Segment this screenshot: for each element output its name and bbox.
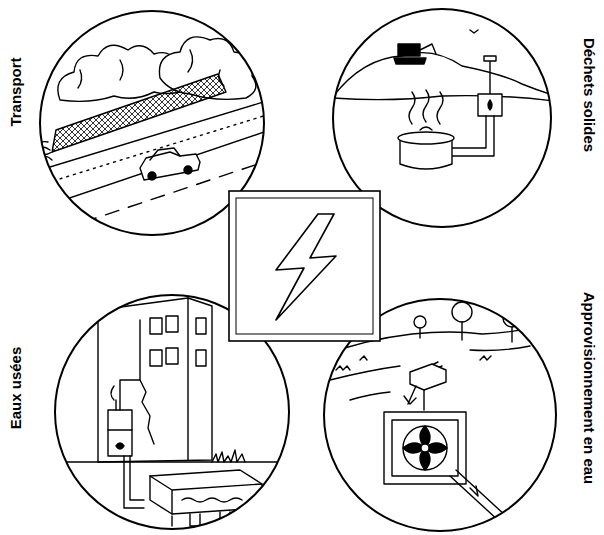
circle-border <box>40 11 264 235</box>
circle-heading: Déchets solides <box>580 38 598 152</box>
circle-border <box>333 9 551 227</box>
circle-outline <box>54 294 290 530</box>
circle-border <box>324 299 556 531</box>
circle-outline <box>323 298 557 532</box>
circle-heading: Transport <box>7 57 25 126</box>
circle-heading: Eaux usées <box>7 347 25 430</box>
lightning-bolt <box>276 214 336 320</box>
scene-circle: Eaux usées <box>54 294 290 530</box>
landfill-scene <box>332 22 562 169</box>
scene-circle: Transport <box>39 10 265 236</box>
wastewater-scene <box>60 298 290 526</box>
center-square <box>229 191 380 341</box>
water-supply-scene <box>322 302 562 522</box>
circle-outline <box>332 8 552 228</box>
circle-outline <box>39 10 265 236</box>
circle-heading: Approvisionnement en eau <box>580 292 598 485</box>
scene-circle: Déchets solides <box>332 8 552 228</box>
center-square-inner <box>236 198 373 334</box>
scene-circle: Approvisionnement en eau <box>323 298 557 532</box>
circle-border <box>55 295 289 529</box>
